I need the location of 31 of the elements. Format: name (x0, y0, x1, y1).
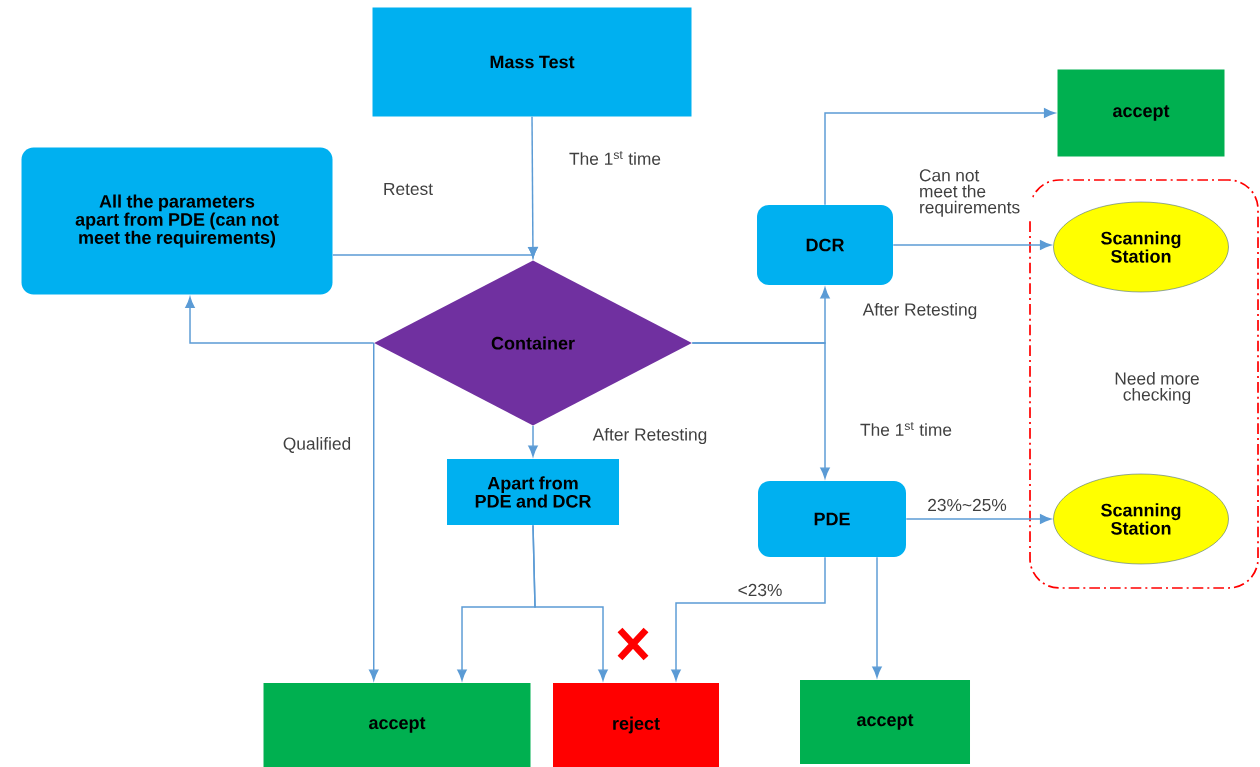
edge-label: <23% (736, 582, 784, 598)
edge-label: Can not meet the requirements (917, 167, 1033, 219)
arrow (905, 514, 1052, 524)
edge-label: The 1$^{st}$ time (567, 149, 663, 167)
reject-box: reject (553, 683, 719, 767)
arrow (892, 240, 1052, 250)
accept-box: accept (263, 683, 531, 767)
edge-label: After Retesting (591, 426, 709, 446)
dashed-region (1029, 179, 1259, 589)
arrow (332, 246, 538, 259)
edge-label: After Retesting (861, 301, 979, 321)
process-box: Mass Test (372, 7, 692, 117)
arrow (532, 524, 608, 681)
edge-label: Qualified (281, 435, 353, 455)
arrow (528, 425, 538, 457)
process-box: All the parameters apart from PDE (can not meet the requirements) (21, 147, 333, 295)
note-text: Need more checking (1115, 371, 1199, 405)
accept-box: accept (1057, 69, 1225, 157)
accept-box: accept (800, 680, 970, 764)
arrow (691, 342, 830, 479)
arrow (671, 556, 826, 681)
process-box: PDE (758, 481, 906, 557)
edge-label: Retest (381, 181, 435, 197)
edge-label: 23%~25% (925, 497, 1009, 513)
edge-label: The 1$^{st}$ time (858, 420, 954, 438)
arrow (369, 342, 379, 681)
process-box: DCR (757, 205, 893, 285)
arrow (185, 296, 375, 344)
arrow (824, 108, 1056, 206)
arrow (872, 556, 882, 678)
process-box: Apart from PDE and DCR (447, 459, 619, 525)
